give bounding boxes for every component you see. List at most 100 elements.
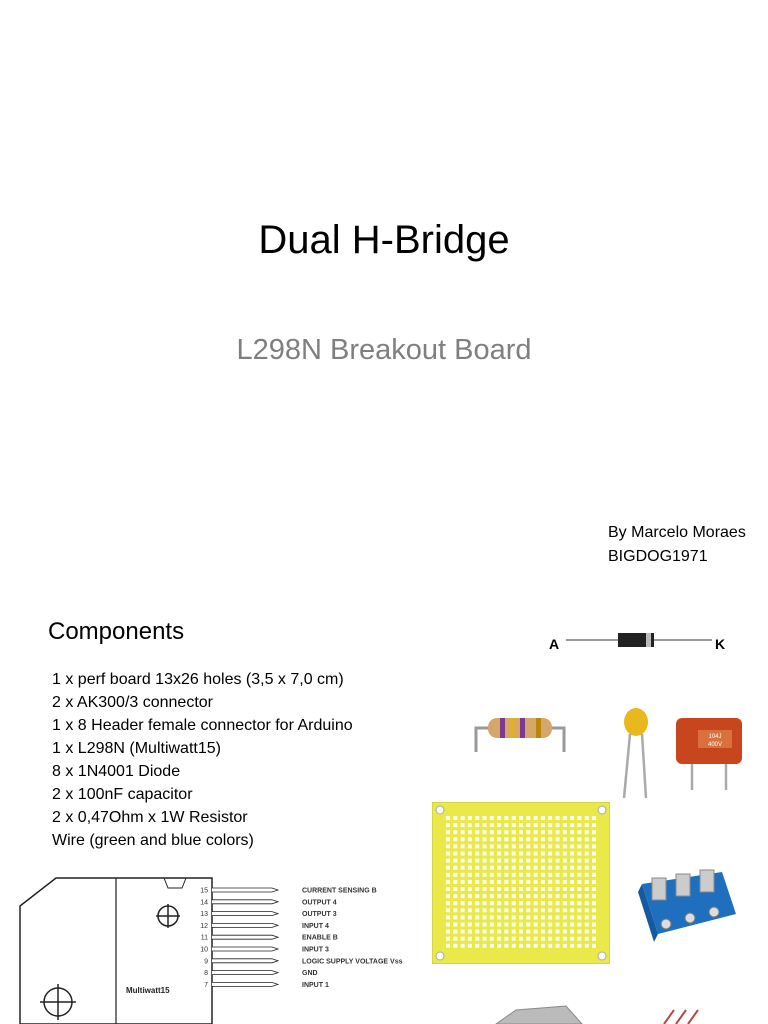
perf-hole [577,823,582,828]
author-name: By Marcelo Moraes [608,524,746,541]
perf-hole [526,894,531,899]
perf-hole [475,837,480,842]
perf-hole [555,872,560,877]
perf-hole [453,908,458,913]
perf-hole [453,830,458,835]
perf-hole [511,823,516,828]
perf-hole [584,936,589,941]
pin-label: OUTPUT 3 [302,911,337,918]
perf-hole [562,837,567,842]
perf-hole [489,837,494,842]
perf-hole [570,837,575,842]
perf-hole [446,929,450,934]
list-item: 1 x L298N (Multiwatt15) [52,740,221,757]
perf-hole [467,830,472,835]
film-capacitor-image: 104J 400V [676,718,742,790]
perf-hole [570,816,575,820]
components-slide: Components 1 x perf board 13x26 holes (3… [0,600,768,1024]
perf-hole [482,837,487,842]
perf-hole [467,936,472,941]
perf-hole [453,816,458,820]
pin-number: 15 [200,888,208,895]
perf-hole [540,844,545,849]
perf-hole [562,879,567,884]
perf-hole [555,865,560,870]
perf-hole [584,872,589,877]
perf-hole [533,844,538,849]
perf-hole [548,858,553,863]
pin-number: 12 [200,923,208,930]
pin-label: GND [302,970,318,977]
chip-name: Multiwatt15 [126,986,170,995]
perf-hole [519,929,523,934]
perf-hole [504,851,509,856]
perf-hole [548,830,553,835]
perf-hole [511,816,516,820]
pin-label: CURRENT SENSING B [302,888,377,895]
perf-hole [533,887,538,891]
perf-hole [519,823,523,828]
perf-hole [519,858,523,863]
perf-hole [511,887,516,891]
perf-hole [526,887,531,891]
perf-hole [504,858,509,863]
perf-hole [460,936,465,941]
perf-hole [555,894,560,899]
perf-hole [446,908,450,913]
perf-hole [497,929,502,934]
perf-hole [533,851,538,856]
perf-hole [577,922,582,927]
perf-hole [533,894,538,899]
perf-hole [475,816,480,820]
perf-hole [467,865,472,870]
perf-hole [482,943,487,948]
perf-hole [540,929,545,934]
perf-hole [592,929,596,934]
perf-hole [511,936,516,941]
perf-hole [511,943,516,948]
perf-hole [555,823,560,828]
pin-number: 14 [200,899,208,906]
perf-hole [489,929,494,934]
perf-hole [467,837,472,842]
perf-hole [446,894,450,899]
perf-hole [482,929,487,934]
pin-lead [212,946,280,952]
perf-hole [497,915,502,920]
perf-hole [446,943,450,948]
slide-subtitle: L298N Breakout Board [236,334,532,366]
l298n-chip-image [495,1005,583,1024]
perf-hole [446,823,450,828]
perf-hole [453,865,458,870]
perf-hole [526,816,531,820]
perf-hole [519,879,523,884]
perf-hole [533,858,538,863]
perf-hole [489,887,494,891]
perf-hole [482,908,487,913]
perf-hole [570,879,575,884]
perf-hole [460,837,465,842]
perf-hole [460,865,465,870]
list-item: 1 x 8 Header female connector for Arduin… [52,717,353,734]
capacitor-marking-1: 104J [708,734,721,740]
perf-hole [577,943,582,948]
perf-hole [562,865,567,870]
perf-hole [562,936,567,941]
list-item: 2 x 100nF capacitor [52,786,193,803]
perf-hole [555,858,560,863]
perf-hole [475,894,480,899]
perf-hole [446,865,450,870]
perf-hole [533,865,538,870]
perf-hole [562,844,567,849]
perf-hole [460,851,465,856]
perf-hole [577,929,582,934]
perf-hole [446,844,450,849]
perf-hole [592,816,596,820]
perf-hole [577,915,582,920]
perf-hole [460,858,465,863]
diode-image [566,633,712,647]
perf-hole [526,830,531,835]
perf-hole [548,887,553,891]
perf-hole [482,901,487,906]
perf-hole [489,865,494,870]
